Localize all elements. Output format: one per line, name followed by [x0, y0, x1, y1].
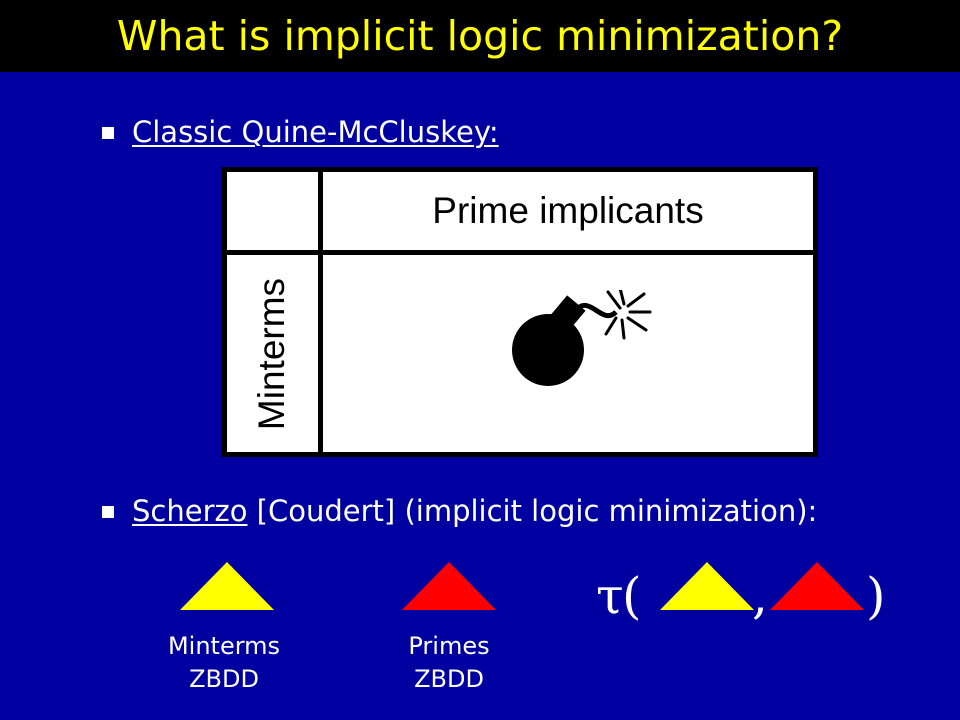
- bullet-marker: [102, 506, 114, 518]
- bullet-scherzo: Scherzo [Coudert] (implicit logic minimi…: [132, 494, 818, 528]
- primes-zbdd-label: Primes ZBDD: [408, 632, 490, 693]
- minterms-zbdd-triangle: [180, 562, 274, 610]
- covering-table: Prime implicants Minterms: [222, 167, 818, 457]
- scherzo-link[interactable]: Scherzo: [132, 494, 248, 528]
- minterms-zbdd-label: Minterms ZBDD: [167, 632, 281, 693]
- slide-title: What is implicit logic minimization?: [116, 12, 844, 60]
- table-vertical-divider: [318, 172, 323, 452]
- tau-comma: ,: [752, 567, 768, 625]
- tau-open-paren: (: [622, 567, 642, 625]
- column-header-prime-implicants: Prime implicants: [432, 190, 704, 231]
- tau-close-paren: ): [866, 567, 886, 625]
- row-header-minterms: Minterms: [251, 277, 293, 430]
- bullet-quine-mccluskey: Classic Quine-McCluskey:: [132, 114, 499, 150]
- quine-mccluskey-link[interactable]: Classic Quine-McCluskey:: [132, 115, 499, 149]
- tau-primes-triangle: [770, 562, 864, 610]
- table-horizontal-divider: [227, 250, 813, 255]
- bullet-marker: [102, 127, 114, 139]
- bomb-icon: [512, 290, 652, 386]
- tau-minterms-triangle: [660, 562, 754, 610]
- primes-zbdd-triangle: [402, 562, 496, 610]
- tau-symbol: τ: [596, 567, 624, 625]
- title-bar: [0, 0, 960, 72]
- row-header-minterms-cell: Minterms: [227, 255, 318, 452]
